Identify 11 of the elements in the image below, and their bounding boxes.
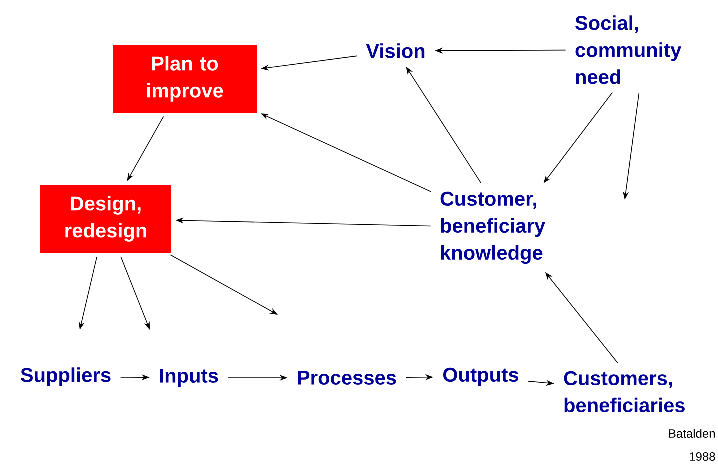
node-label: Customers, beneficiaries (564, 371, 685, 413)
node-label: Vision (366, 44, 425, 58)
node-label: Outputs (444, 368, 519, 386)
process-box: Design, redesign (40, 185, 172, 253)
node-label: Customer, beneficiary knowledge (440, 192, 546, 264)
node-label: Inputs (160, 369, 218, 387)
process-box: Plan to improve (113, 45, 257, 113)
node-label: Suppliers (21, 368, 111, 386)
node-label: Processes (298, 371, 396, 385)
node-label: Social, community need (576, 16, 682, 84)
note: Batalden 1988 (669, 429, 716, 461)
